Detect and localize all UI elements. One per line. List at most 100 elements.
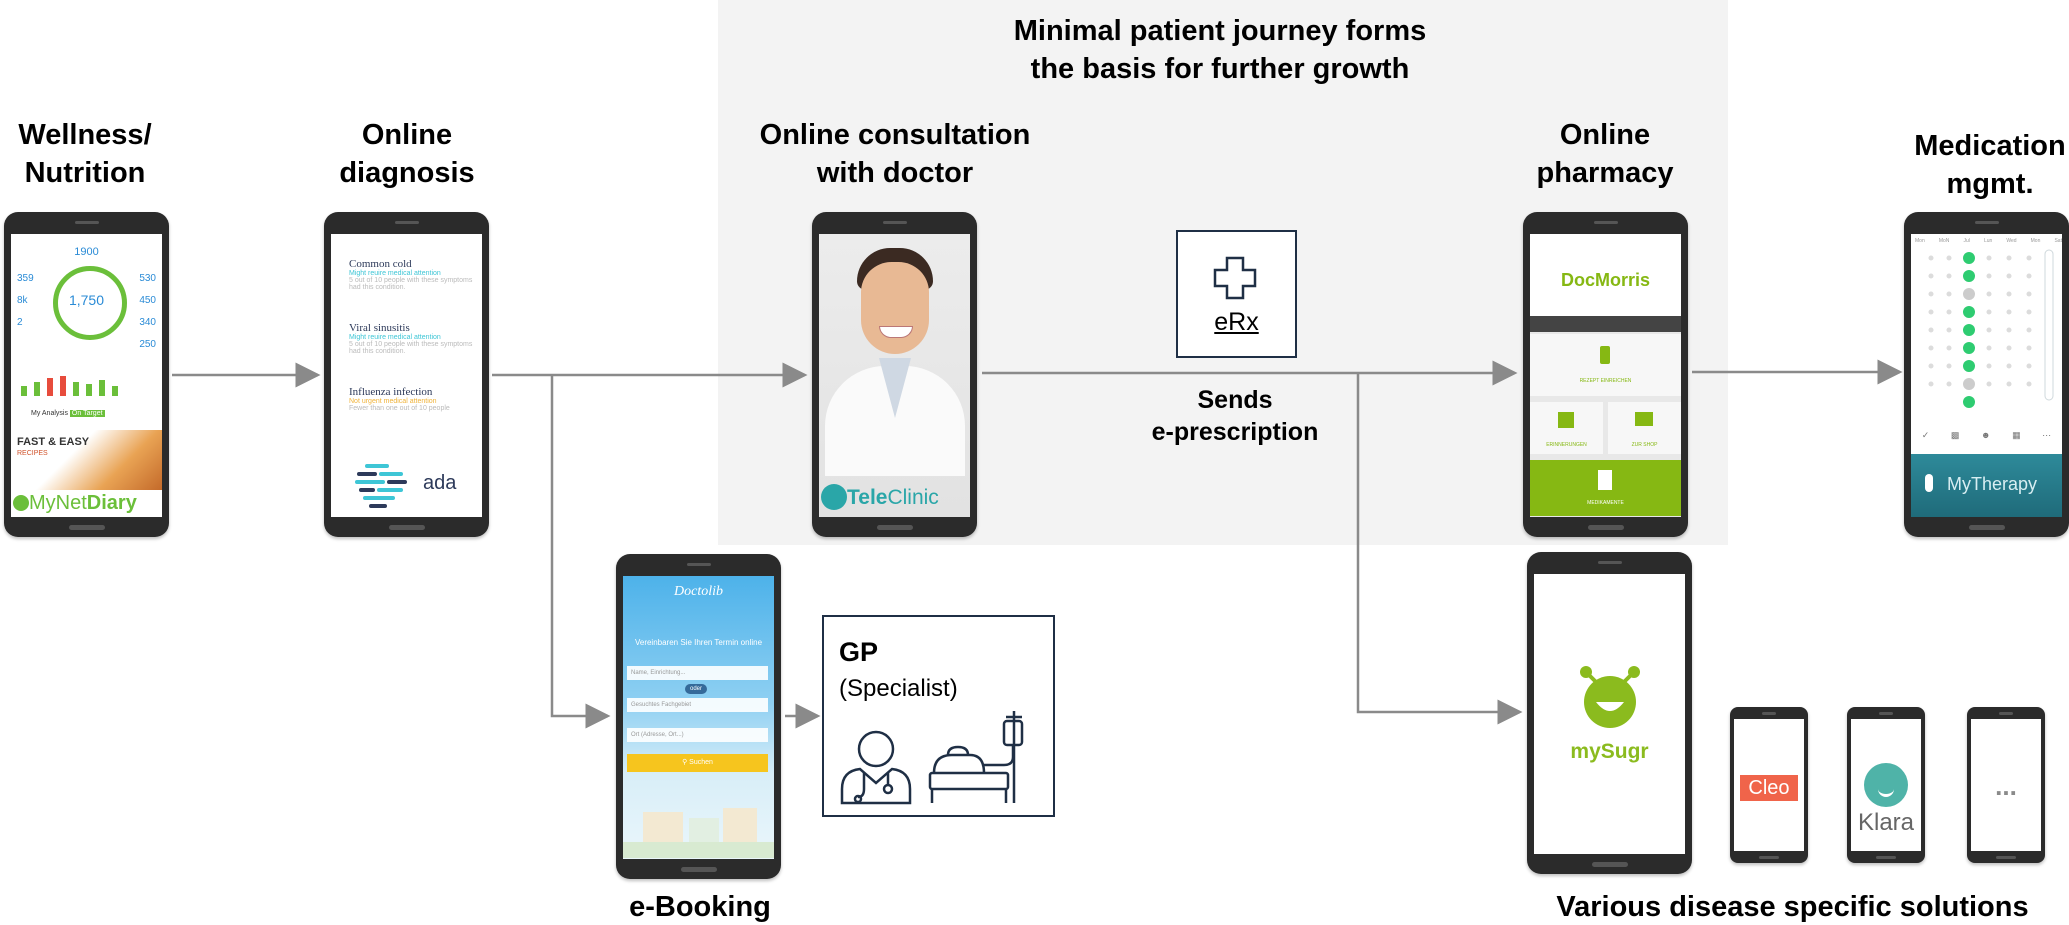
klara-screen: Klara — [1851, 719, 1921, 851]
doctolib-field-specialty[interactable]: Gesuchtes Fachgebiet — [627, 698, 768, 712]
doctor-icon — [840, 730, 912, 805]
doctolib-search-button[interactable]: ⚲ Suchen — [627, 754, 768, 772]
more-screen: ... — [1971, 719, 2041, 851]
docmorris-tile-shop[interactable]: ZUR SHOP — [1608, 402, 1681, 454]
phone-homebar — [388, 525, 425, 530]
stage-medication-heading: Medication mgmt. — [1880, 127, 2069, 203]
mynetdiary-logo-prefix: MyNet — [29, 492, 87, 514]
docmorris-tile-prescription[interactable]: REZEPT EINREICHEN — [1530, 334, 1681, 396]
pill-lamp-icon — [1925, 474, 1933, 492]
erx-box: eRx — [1176, 230, 1297, 358]
condition-2-name: Viral sinusitis — [349, 322, 410, 334]
ebooking-label: e-Booking — [629, 891, 771, 923]
stats-right: 530 450 340 250 — [139, 268, 156, 356]
stage-pharmacy-line2: pharmacy — [1536, 157, 1674, 189]
arrow-diagnosis-to-ebooking — [550, 375, 611, 729]
stat-right-1: 530 — [139, 273, 156, 284]
docmorris-header — [1530, 234, 1681, 316]
mysugr-logo: mySugr — [1570, 740, 1649, 763]
phone-mynetdiary: 1900 1,750 359 8k 2 530 450 340 250 My A… — [4, 212, 169, 537]
on-target-badge: On Target — [69, 410, 105, 417]
plus-icon — [1558, 412, 1574, 428]
phone-homebar — [1587, 525, 1624, 530]
ada-logo: ada — [423, 472, 457, 494]
stage-diagnosis-line2: diagnosis — [339, 157, 475, 189]
doctolib-screen: Doctolib Vereinbaren Sie Ihren Termin on… — [623, 576, 774, 859]
phone-homebar — [1968, 525, 2005, 530]
stage-pharmacy-heading: Online pharmacy — [1510, 116, 1700, 192]
docmorris-tile-reminders[interactable]: ERINNERUNGEN — [1530, 402, 1603, 454]
docmorris-logo-prefix: Doc — [1560, 270, 1595, 290]
erx-caption-line1: Sends — [1197, 386, 1273, 414]
stage-consultation-line2: with doctor — [816, 157, 974, 189]
condition-1-advice: Might reuire medical attention — [349, 270, 441, 277]
day-label: Sat — [2054, 238, 2062, 244]
chart-icon[interactable]: ▩ — [1950, 430, 1960, 440]
day-label: Jul — [1963, 238, 1970, 244]
teleclinic-screen: TeleClinic — [819, 234, 970, 517]
building — [723, 808, 757, 842]
phone-docmorris: DocMorris REZEPT EINREICHEN ERINNERUNGEN… — [1523, 212, 1688, 537]
mini-bar — [34, 382, 40, 396]
condition-2-note: 5 out of 10 people with these symptoms h… — [349, 341, 473, 355]
phone-teleclinic: TeleClinic — [812, 212, 977, 537]
condition-2: Viral sinusitis Might reuire medical att… — [349, 322, 474, 355]
docmorris-logo: DocMorris — [1530, 270, 1681, 291]
mysugr-screen: mySugr — [1534, 574, 1685, 854]
mynetdiary-logo: MyNetDiary — [13, 492, 137, 515]
gp-box: GP (Specialist) — [822, 615, 1055, 817]
cleo-logo: Cleo — [1740, 775, 1798, 801]
phone-ada: Common cold Might reuire medical attenti… — [324, 212, 489, 537]
phone-mysugr: mySugr — [1527, 552, 1692, 874]
doctor-face — [861, 262, 929, 354]
phone-homebar — [680, 867, 717, 872]
doctolib-toggle[interactable]: oder — [685, 684, 707, 694]
doctolib-field-location[interactable]: Ort (Adresse, Ort...) — [627, 728, 768, 742]
docmorris-tile2-label: ERINNERUNGEN — [1546, 442, 1587, 448]
condition-1-note: 5 out of 10 people with these symptoms h… — [349, 277, 473, 291]
docmorris-screen: DocMorris REZEPT EINREICHEN ERINNERUNGEN… — [1530, 234, 1681, 517]
mytherapy-tabbar: ✓ ▩ ☻ ▦ ⋯ — [1911, 430, 2062, 446]
docmorris-logo-suffix: Morris — [1595, 270, 1651, 290]
day-label: MoN — [1938, 238, 1950, 244]
core-journey-title-line2: the basis for further growth — [1030, 53, 1410, 85]
stage-medication-line2: mgmt. — [1946, 168, 2034, 200]
town-illustration — [623, 802, 774, 858]
ada-mark-icon — [355, 464, 407, 508]
calendar-icon[interactable]: ▦ — [2012, 430, 2021, 440]
mini-bar — [73, 382, 79, 396]
phone-speaker — [1762, 712, 1776, 715]
condition-1: Common cold Might reuire medical attenti… — [349, 258, 474, 291]
bar-row — [21, 374, 152, 396]
docmorris-tile3-label: ZUR SHOP — [1631, 442, 1658, 448]
check-icon[interactable]: ✓ — [1921, 430, 1930, 440]
stage-diagnosis-heading: Online diagnosis — [312, 116, 502, 192]
cart-icon — [1635, 412, 1653, 426]
hospital-bed-icon — [928, 711, 1024, 803]
doctolib-logo: Doctolib — [674, 584, 723, 599]
people-icon[interactable]: ☻ — [1981, 430, 1991, 440]
phone-speaker — [1593, 221, 1618, 224]
phone-homebar — [1759, 856, 1779, 859]
mytherapy-days: Mon MoN Jul Lun Wed Mon Sat — [1915, 238, 2062, 244]
doctor-photo — [819, 234, 970, 476]
doctolib-field-name[interactable]: Name, Einrichtung... — [627, 666, 768, 680]
phone-speaker — [1879, 712, 1893, 715]
condition-2-advice: Might reuire medical attention — [349, 334, 441, 341]
disease-solutions-label: Various disease specific solutions — [1556, 891, 2029, 923]
klara-smile — [1878, 787, 1894, 797]
building — [643, 812, 683, 842]
building — [689, 818, 719, 842]
day-label: Mon — [2030, 238, 2041, 244]
more-icon[interactable]: ⋯ — [2042, 430, 2052, 440]
phone-speaker — [1597, 561, 1622, 564]
mini-bar — [47, 378, 53, 396]
promo-line1: FAST & EASY — [17, 436, 90, 448]
phone-cleo: Cleo — [1730, 707, 1808, 863]
docmorris-tile4-label: MEDIKAMENTE — [1587, 500, 1624, 506]
stat-right-3: 340 — [139, 317, 156, 328]
docmorris-tile-medication[interactable]: MEDIKAMENTE — [1530, 460, 1681, 516]
mini-bar — [112, 386, 118, 396]
phone-speaker — [394, 221, 419, 224]
doctolib-search-label: Suchen — [689, 759, 713, 766]
